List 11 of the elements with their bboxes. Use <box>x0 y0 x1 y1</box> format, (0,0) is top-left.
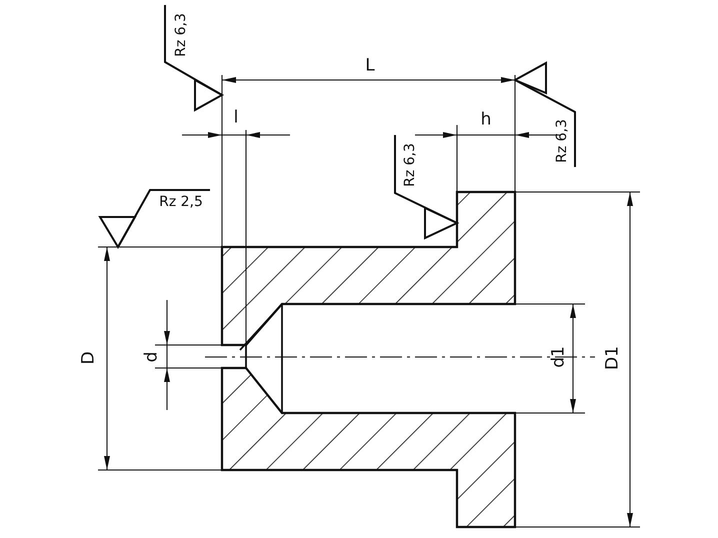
dimension-label: d1 <box>550 346 568 368</box>
dimension-label: L <box>365 58 375 74</box>
roughness-label: Rz 6,3 <box>555 119 569 163</box>
dimension-label: l <box>234 110 238 126</box>
roughness-label: Rz 6,3 <box>174 13 188 57</box>
roughness-label: Rz 6,3 <box>403 143 417 187</box>
roughness-label: Rz 2,5 <box>159 195 203 209</box>
dimension-label: D1 <box>604 346 622 370</box>
dimension-label: h <box>480 112 492 128</box>
dimension-label: d <box>144 352 160 362</box>
dimension-label: D <box>80 351 98 365</box>
